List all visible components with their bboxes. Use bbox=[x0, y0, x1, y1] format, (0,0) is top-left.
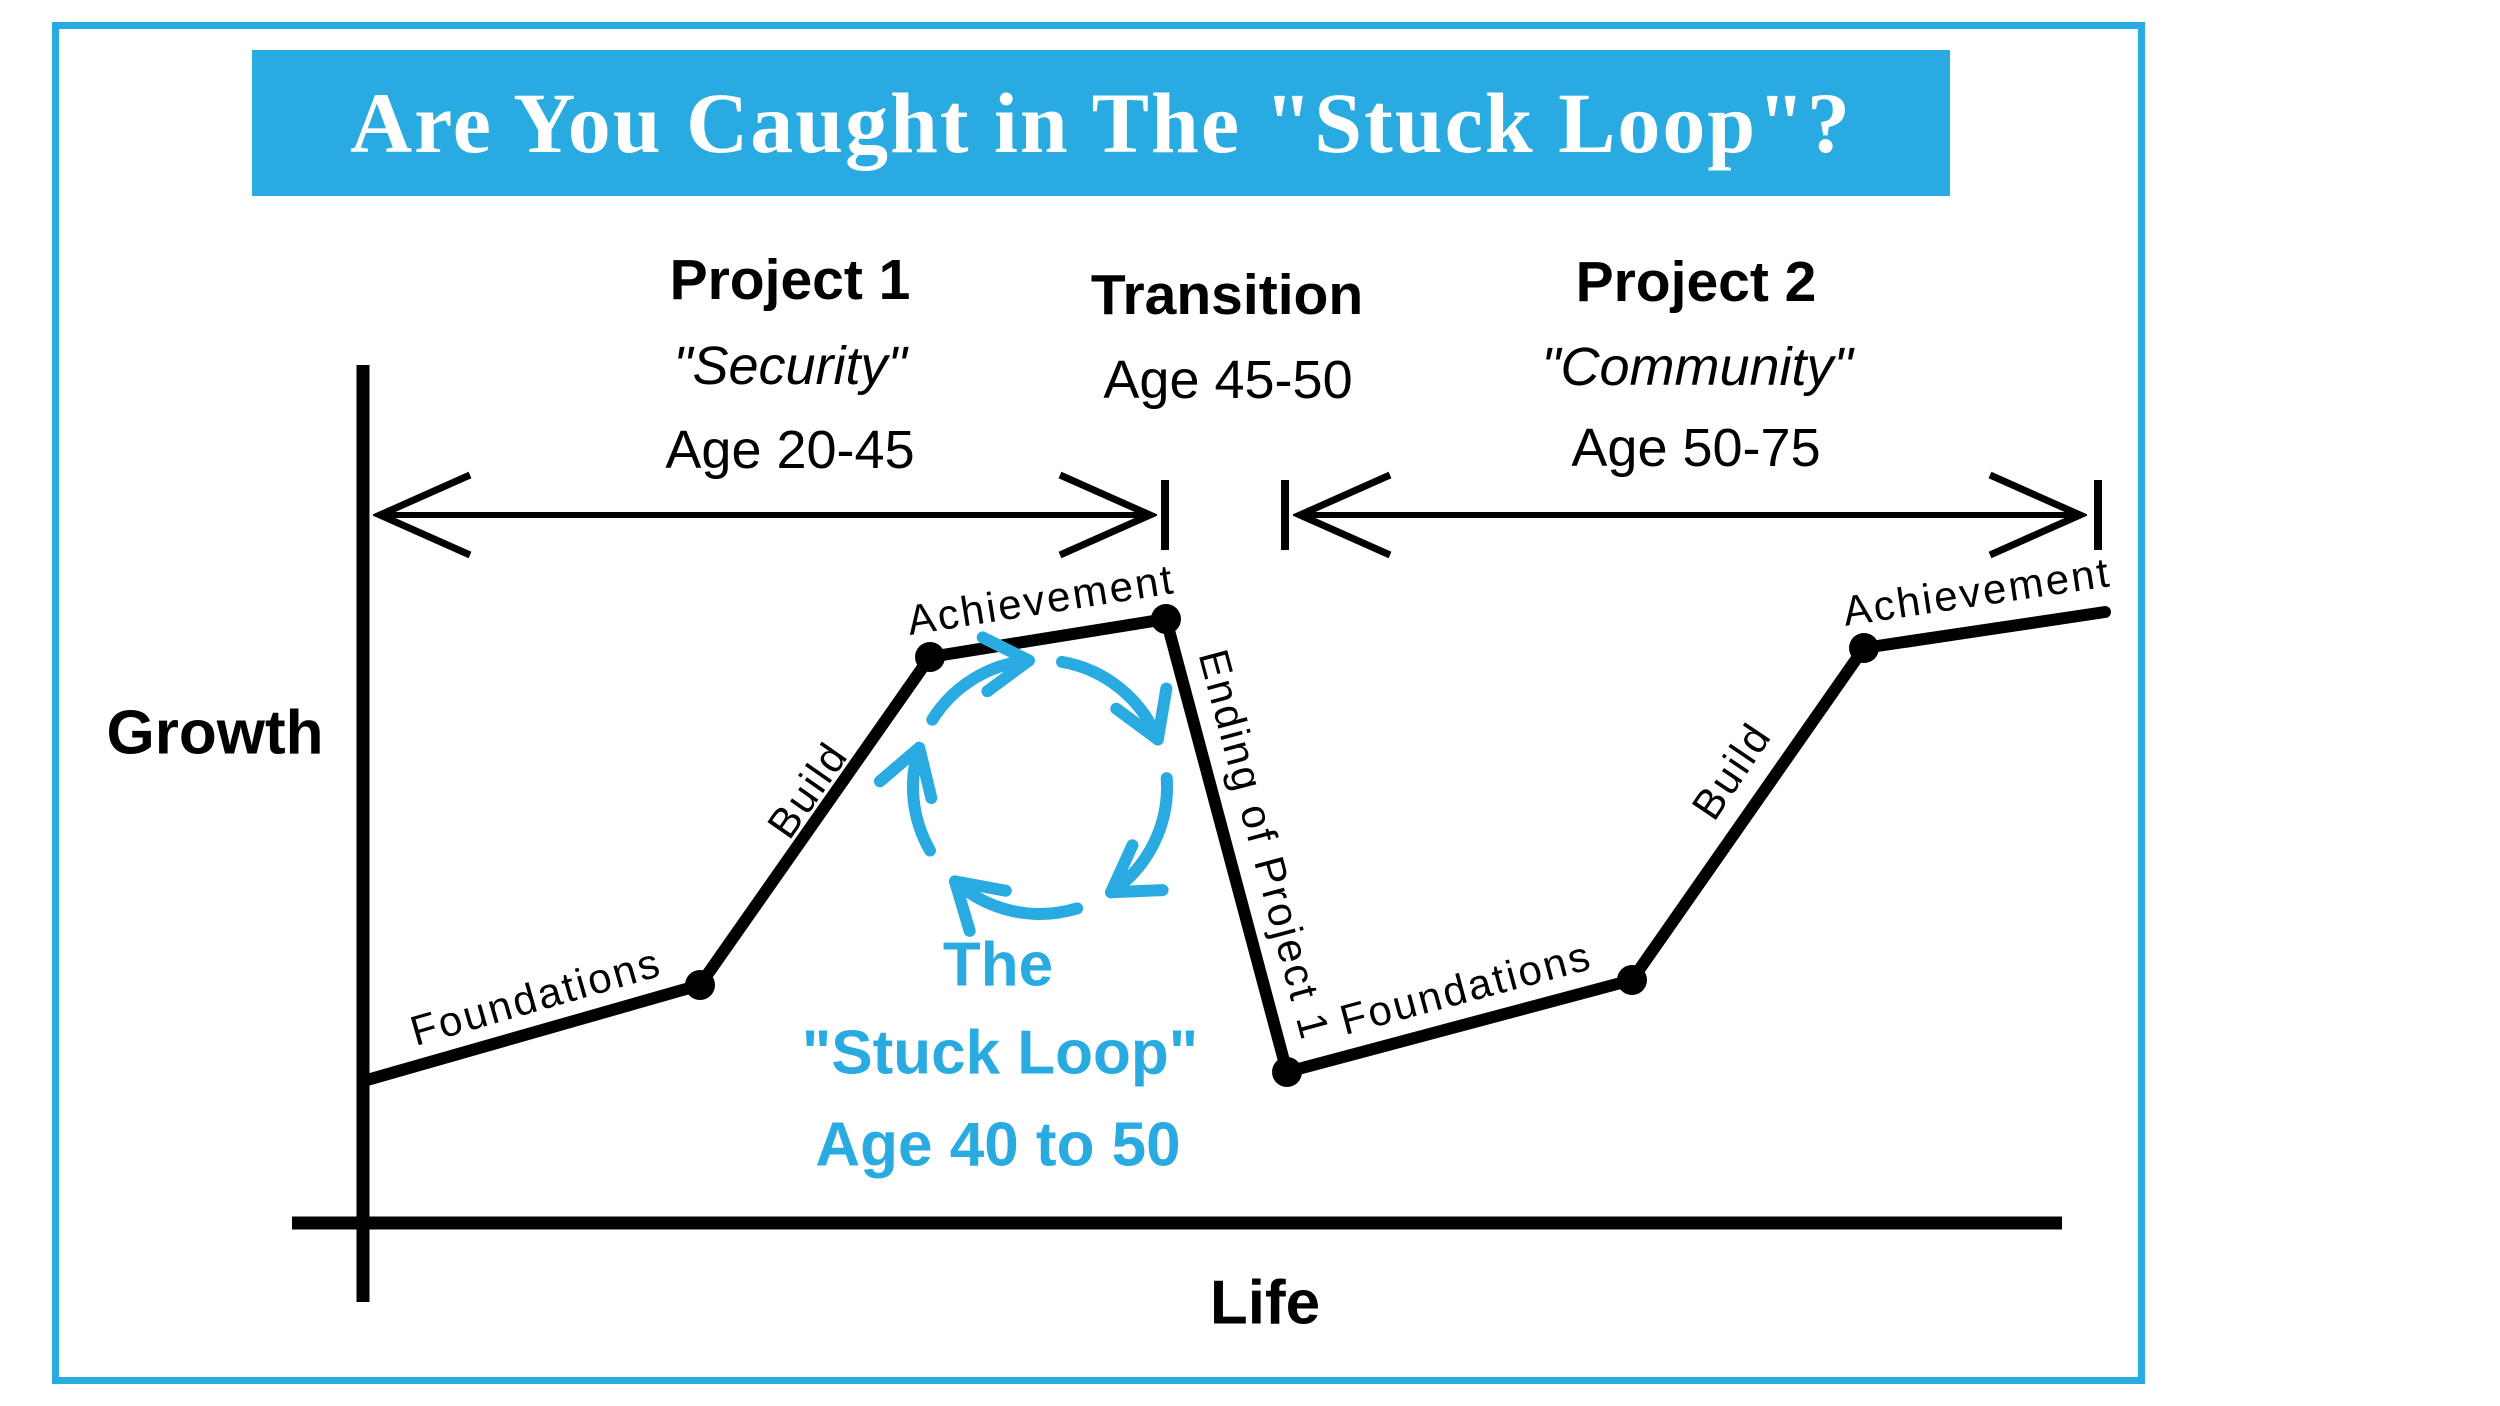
transition-age: Age 45-50 bbox=[1103, 350, 1353, 410]
x-axis-label: Life bbox=[1209, 1268, 1321, 1338]
curve-point bbox=[1849, 633, 1879, 663]
curve-point bbox=[1272, 1057, 1302, 1087]
life-curve bbox=[361, 606, 2111, 1086]
project1-age: Age 20-45 bbox=[665, 420, 915, 480]
curve-point bbox=[1151, 604, 1181, 634]
project2-name: Project 2 bbox=[1575, 250, 1817, 314]
project1-theme: "Security" bbox=[673, 336, 907, 396]
transition-name: Transition bbox=[1090, 263, 1364, 327]
title-banner: Are You Caught in The "Stuck Loop"? bbox=[252, 50, 1950, 196]
curve-point bbox=[1617, 965, 1647, 995]
stuck-loop-caption-line2: "Stuck Loop" bbox=[801, 1018, 1199, 1088]
stuck-loop-caption-line1: The bbox=[942, 930, 1054, 1000]
project2-theme: "Community" bbox=[1541, 337, 1853, 397]
loop-arc-right bbox=[1105, 772, 1174, 899]
loop-arc-bottom bbox=[949, 875, 1084, 937]
stuck-loop-caption-line3: Age 40 to 50 bbox=[815, 1110, 1181, 1180]
curve-point bbox=[685, 970, 715, 1000]
project1-name: Project 1 bbox=[669, 248, 911, 312]
page-title: Are You Caught in The "Stuck Loop"? bbox=[349, 75, 1853, 171]
loop-arc-top-left bbox=[926, 631, 1035, 726]
loop-arc-left bbox=[873, 741, 938, 857]
curve-point bbox=[915, 642, 945, 672]
project2-age: Age 50-75 bbox=[1571, 418, 1821, 478]
stuck-loop-arrows-icon bbox=[873, 631, 1174, 937]
loop-arc-top-right bbox=[1056, 655, 1173, 746]
diagram-border bbox=[52, 22, 2145, 1384]
curve-dots bbox=[685, 604, 1879, 1087]
y-axis-label: Growth bbox=[106, 698, 324, 768]
